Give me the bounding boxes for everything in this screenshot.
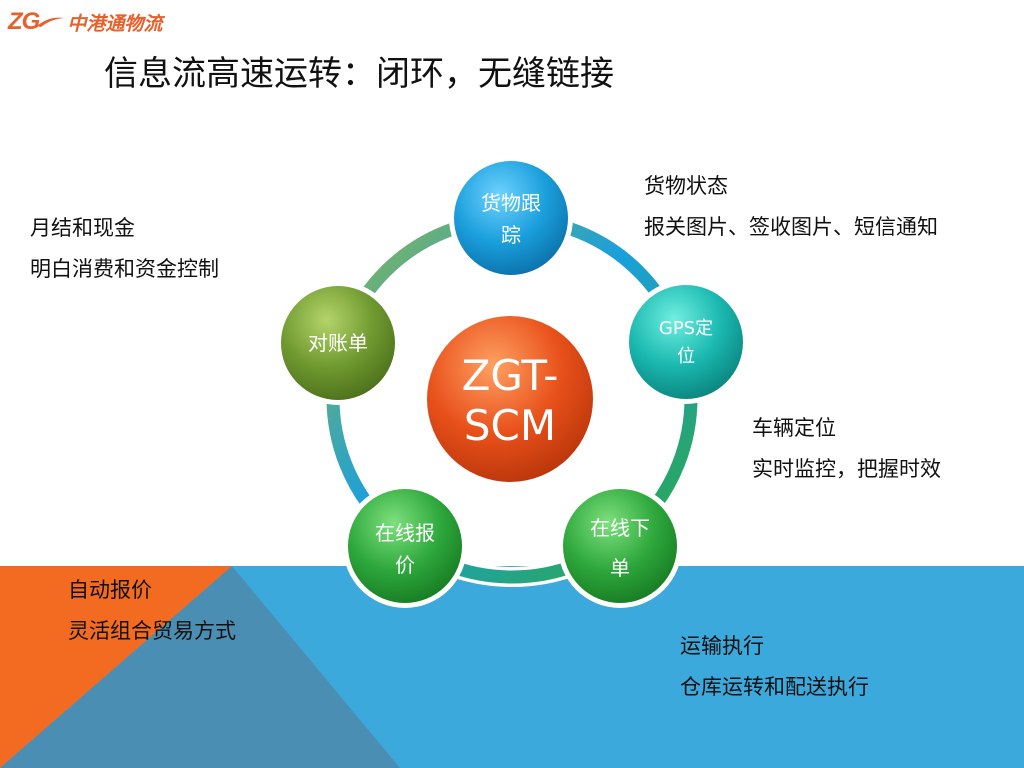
node-tracking-line2: 踪 <box>501 223 521 247</box>
node-order-line2: 单 <box>610 556 630 580</box>
note-statement-title: 月结和现金 <box>30 216 135 240</box>
node-statement: 对账单 <box>276 281 400 405</box>
company-logo: ZG 中港通物流 <box>8 6 162 38</box>
note-order-title: 运输执行 <box>680 634 764 658</box>
node-gps-line2: 位 <box>677 346 695 367</box>
center-label-line1: ZGT- <box>462 351 559 400</box>
note-quote: 自动报价 灵活组合贸易方式 <box>68 570 236 652</box>
note-gps-detail: 实时监控，把握时效 <box>752 457 941 481</box>
logo-text: 中港通物流 <box>67 12 163 35</box>
node-statement-line1: 对账单 <box>308 331 368 355</box>
node-order: 在线下 单 <box>558 484 682 608</box>
note-quote-title: 自动报价 <box>68 578 152 602</box>
node-tracking: 货物跟 踪 <box>449 156 573 280</box>
node-tracking-line1: 货物跟 <box>481 191 541 215</box>
note-quote-detail: 灵活组合贸易方式 <box>68 619 236 643</box>
note-gps: 车辆定位 实时监控，把握时效 <box>752 408 941 490</box>
node-order-line1: 在线下 <box>590 516 650 540</box>
note-statement-detail: 明白消费和资金控制 <box>30 257 219 281</box>
node-gps: GPS定 位 <box>624 280 748 404</box>
note-tracking-title: 货物状态 <box>644 174 728 198</box>
logo-mark: ZG <box>8 8 40 35</box>
node-gps-line1: GPS定 <box>659 318 713 339</box>
node-quote-line1: 在线报 <box>375 521 435 545</box>
node-quote: 在线报 价 <box>343 484 467 608</box>
note-gps-title: 车辆定位 <box>752 416 836 440</box>
center-label-line2: SCM <box>464 401 556 450</box>
note-tracking-detail: 报关图片、签收图片、短信通知 <box>644 215 938 239</box>
logo-swoosh-icon <box>37 17 65 27</box>
note-order: 运输执行 仓库运转和配送执行 <box>680 626 869 708</box>
bottom-steel-triangle <box>0 566 400 768</box>
slide-title: 信息流高速运转：闭环，无缝链接 <box>104 54 614 94</box>
note-order-detail: 仓库运转和配送执行 <box>680 675 869 699</box>
node-quote-line2: 价 <box>395 553 415 577</box>
center-node: ZGT- SCM <box>422 311 598 487</box>
note-statement: 月结和现金 明白消费和资金控制 <box>30 208 219 290</box>
note-tracking: 货物状态 报关图片、签收图片、短信通知 <box>644 166 938 248</box>
